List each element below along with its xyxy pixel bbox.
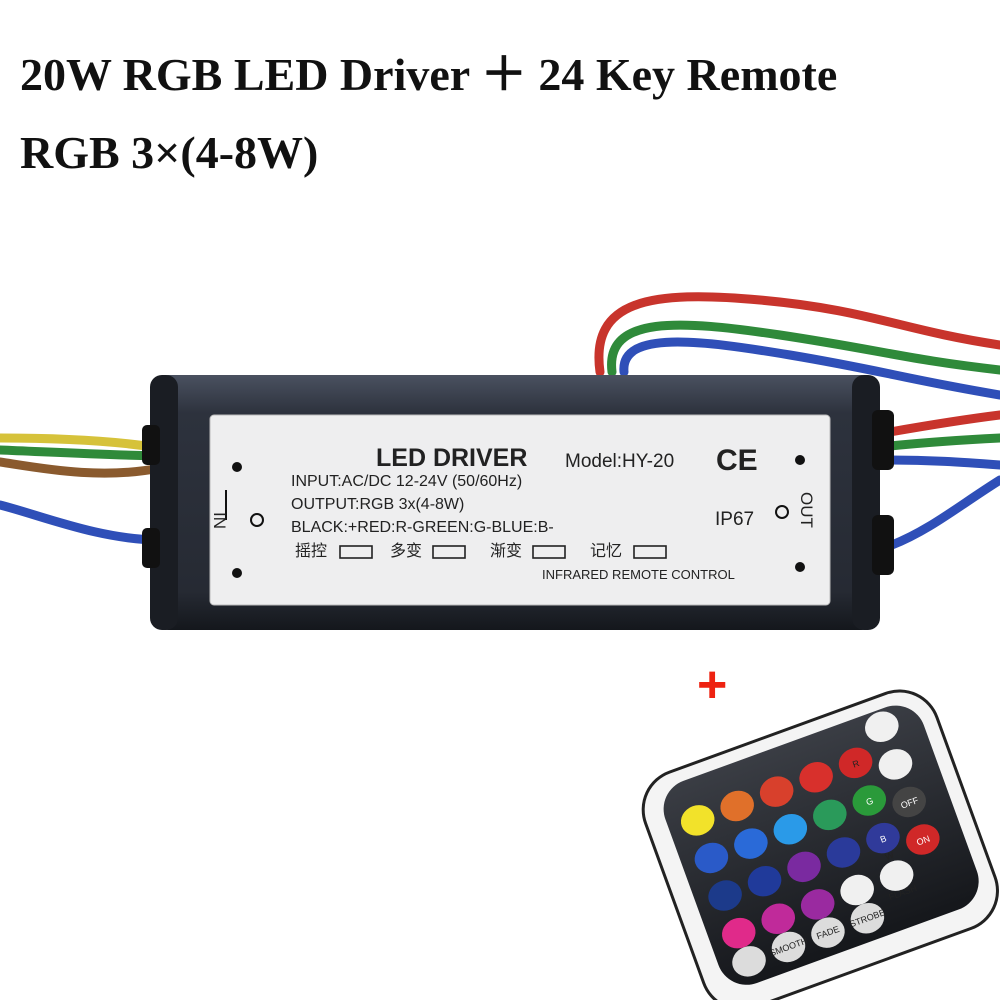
remote-color-key[interactable] <box>716 786 758 826</box>
remote-function-key[interactable] <box>902 820 944 860</box>
output-wires-mid <box>885 410 1000 470</box>
remote-function-key[interactable] <box>861 707 903 747</box>
remote-color-key[interactable] <box>769 809 811 849</box>
remote-color-key[interactable] <box>822 833 864 873</box>
remote-color-key[interactable] <box>836 870 878 910</box>
remote-color-key[interactable] <box>862 818 904 858</box>
remote-color-key[interactable] <box>704 876 746 916</box>
remote-color-key[interactable] <box>795 757 837 797</box>
remote-color-key[interactable] <box>690 838 732 878</box>
remote-key-label: G <box>865 796 875 808</box>
remote-mode-key[interactable] <box>728 941 770 981</box>
remote-color-key[interactable] <box>848 781 890 821</box>
driver-label <box>209 414 831 606</box>
plus-sign: + <box>697 656 728 714</box>
label-input-spec: INPUT:AC/DC 12-24V (50/60Hz) <box>291 473 523 490</box>
ce-mark: CE <box>716 444 758 477</box>
remote-function-key[interactable] <box>888 782 930 822</box>
input-wires <box>0 433 165 545</box>
label-heading: LED DRIVER <box>376 444 528 472</box>
label-mode-2: 多变 <box>390 543 423 560</box>
remote-color-key[interactable] <box>834 743 876 783</box>
output-wires-bottom <box>887 475 1000 550</box>
label-ip-rating: IP67 <box>715 509 755 530</box>
label-out: OUT <box>797 492 816 528</box>
remote-color-key[interactable] <box>876 856 918 896</box>
remote-key-label: R <box>851 758 861 770</box>
remote-key-label: W <box>884 850 896 862</box>
remote-color-key[interactable] <box>757 899 799 939</box>
remote-color-key[interactable] <box>743 861 785 901</box>
remote-color-key[interactable] <box>730 824 772 864</box>
label-output-spec: OUTPUT:RGB 3x(4-8W) <box>291 496 465 513</box>
remote-color-key[interactable] <box>809 795 851 835</box>
title-line-1: 20W RGB LED Driver ＋ 24 Key Remote <box>20 49 838 100</box>
label-mode-1: 摇控 <box>295 543 328 560</box>
remote-color-key[interactable] <box>756 772 798 812</box>
remote-key-label: ON <box>915 833 931 847</box>
remote-function-key[interactable] <box>874 744 916 784</box>
label-mode-4: 记忆 <box>590 543 623 560</box>
label-wiring: BLACK:+RED:R-GREEN:G-BLUE:B- <box>291 519 554 536</box>
label-in: IN <box>210 512 229 529</box>
remote-mode-key[interactable] <box>767 927 809 967</box>
title-line-2: RGB 3×(4-8W) <box>20 127 319 178</box>
label-mode-3: 渐变 <box>490 543 523 560</box>
remote-mode-key[interactable] <box>807 913 849 953</box>
label-model: Model:HY-20 <box>565 451 675 472</box>
remote-key-label: B <box>879 833 888 844</box>
output-wires-top <box>594 292 1000 400</box>
remote-color-key[interactable] <box>783 847 825 887</box>
remote-color-key[interactable] <box>718 913 760 953</box>
remote-color-key[interactable] <box>677 800 719 840</box>
remote-mode-key[interactable] <box>846 898 888 938</box>
label-footer: INFRARED REMOTE CONTROL <box>542 567 735 582</box>
remote-color-key[interactable] <box>797 885 839 925</box>
